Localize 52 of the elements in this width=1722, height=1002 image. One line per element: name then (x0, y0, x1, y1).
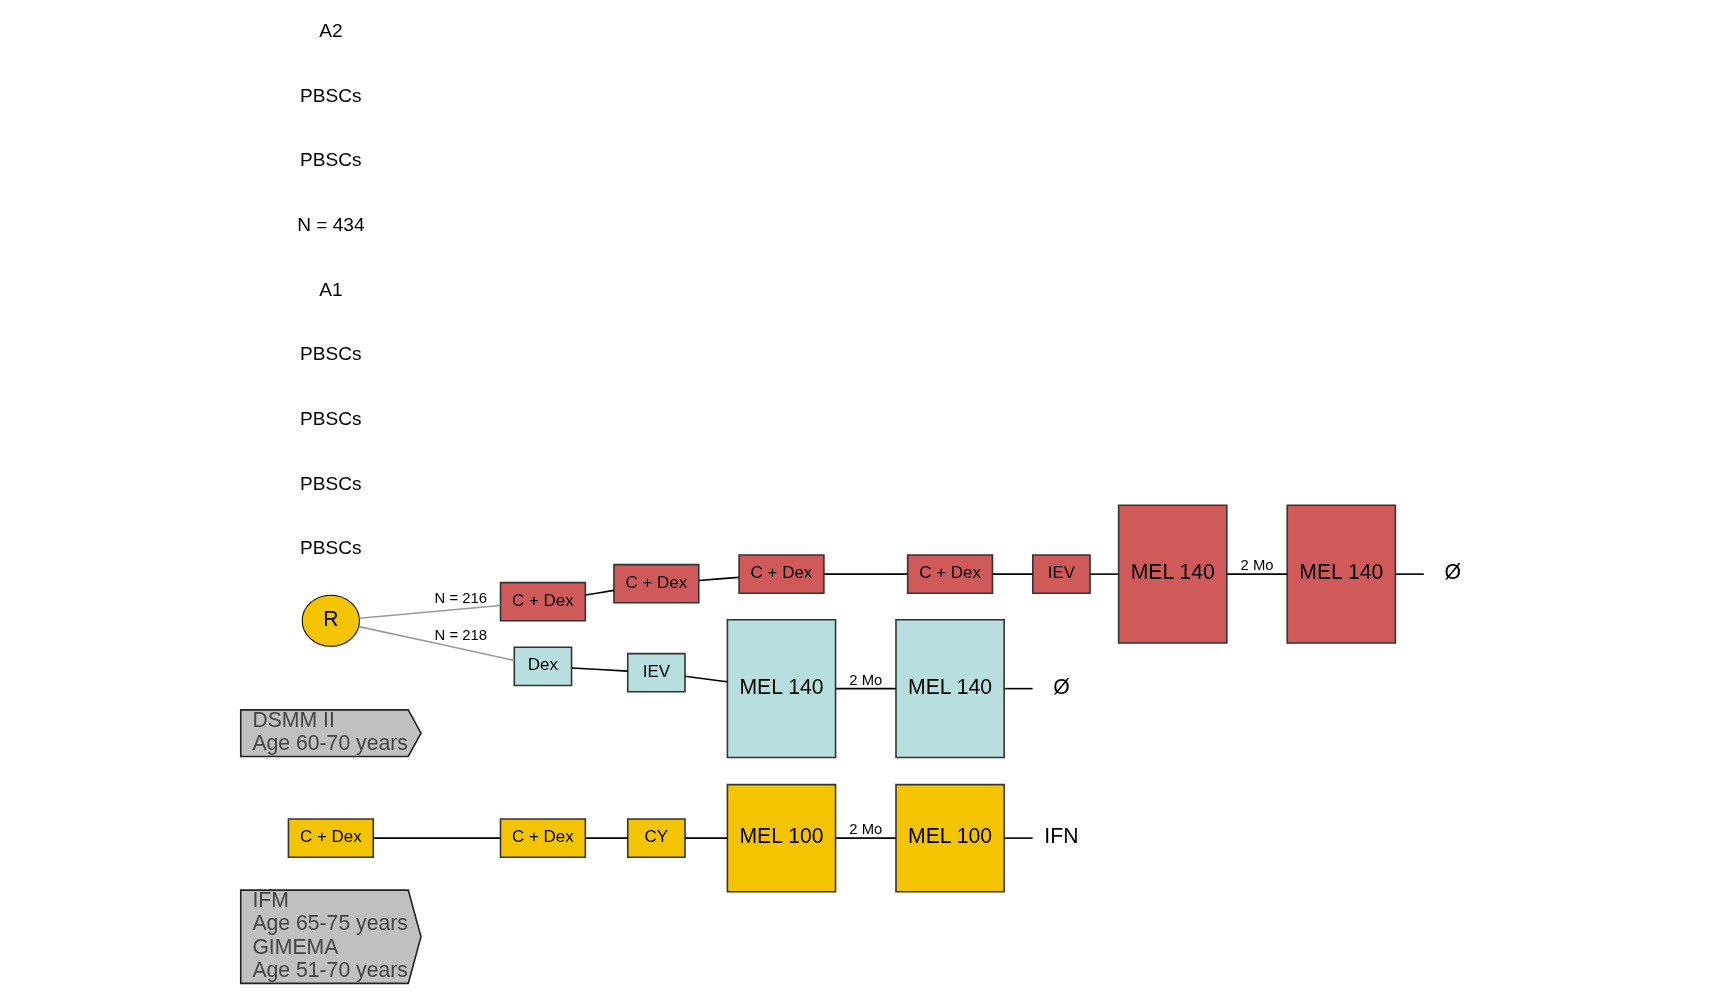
edge-label: N = 216 (434, 589, 487, 606)
connector (991, 572, 1034, 575)
node-box: MEL 100 (726, 783, 837, 892)
label: PBSCs (300, 148, 362, 170)
node-box: C + Dex (613, 563, 700, 604)
label: PBSCs (300, 536, 362, 558)
edge-label: 2 Mo (1240, 556, 1274, 573)
edge-label: 2 Mo (849, 671, 883, 688)
node-box: MEL 140 (726, 618, 837, 758)
label: A2 (319, 19, 343, 41)
node-box: MEL 140 (1286, 503, 1397, 644)
node-box: Dex (513, 646, 573, 686)
node-box: C + Dex (499, 817, 587, 858)
connector (358, 625, 516, 661)
label: PBSCs (300, 407, 362, 429)
node-box: CY (626, 817, 686, 858)
connector (1226, 572, 1288, 575)
node-box: C + Dex (906, 553, 994, 594)
connector (834, 836, 897, 839)
node-box: MEL 100 (895, 783, 1005, 892)
connector (698, 576, 740, 581)
label: PBSCs (300, 342, 362, 364)
connector (358, 604, 502, 619)
connector (372, 836, 502, 839)
label: PBSCs (300, 84, 362, 106)
edge-label: N = 218 (434, 626, 487, 643)
node-text: Ø (1053, 674, 1070, 698)
connector (1089, 572, 1120, 575)
node-text: IFN (1044, 823, 1079, 847)
connector (823, 572, 909, 575)
node-box: C + Dex (499, 581, 587, 622)
connector (571, 666, 629, 672)
label: PBSCs (300, 472, 362, 494)
label: N = 434 (297, 213, 365, 235)
connector (1394, 572, 1425, 575)
node-box: IEV (1031, 553, 1091, 594)
connector (584, 589, 615, 596)
connector (1003, 687, 1034, 689)
edge-label: 2 Mo (849, 820, 883, 837)
connector (1003, 836, 1034, 839)
connector (684, 675, 728, 683)
node-box: MEL 140 (895, 618, 1005, 758)
connector (834, 687, 897, 689)
node-box: C + Dex (287, 817, 375, 858)
node-ellipse: R (301, 594, 360, 647)
node-text: Ø (1444, 559, 1461, 583)
connector (684, 836, 728, 839)
node-box: IEV (626, 652, 686, 693)
connector (584, 836, 629, 839)
node-box: C + Dex (738, 553, 825, 594)
node-box: MEL 140 (1117, 503, 1228, 644)
label: A1 (319, 278, 343, 300)
